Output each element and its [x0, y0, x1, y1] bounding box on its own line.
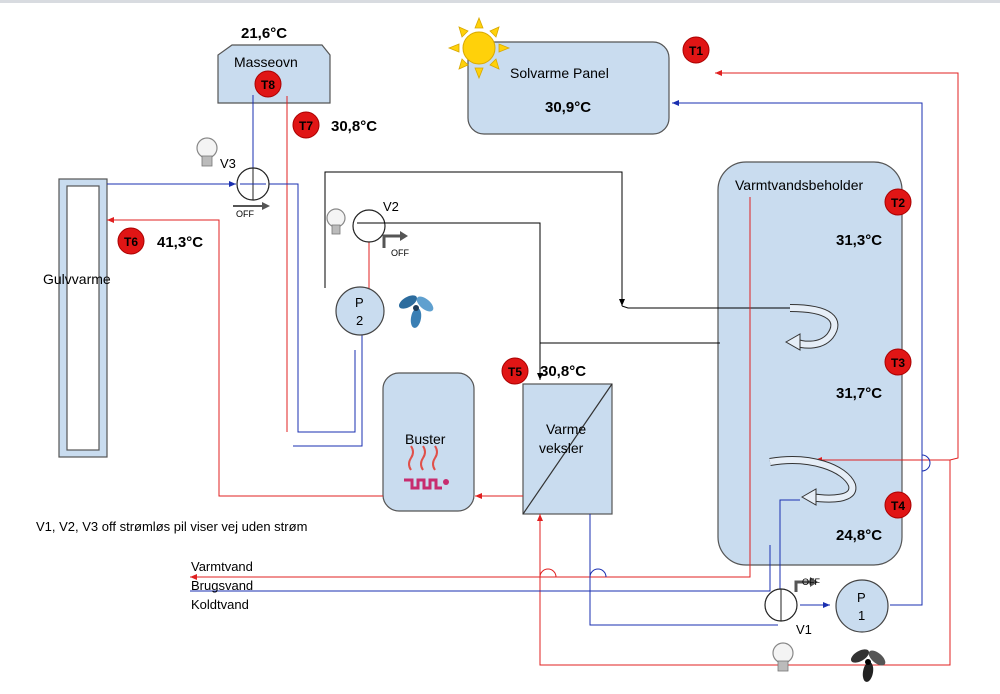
- masseovn-temp: 21,6°C: [241, 25, 287, 42]
- t2-temp: 31,3°C: [836, 232, 882, 249]
- pump-p2-label-top: P: [355, 295, 364, 310]
- pipe-crossovers: [539, 454, 931, 578]
- v2-off-label: OFF: [391, 248, 409, 258]
- tank-label: Varmtvandsbeholder: [735, 177, 863, 193]
- booster-label: Buster: [405, 431, 446, 447]
- pump-p1-label-bottom: 1: [858, 608, 865, 623]
- sun-icon: [447, 16, 511, 80]
- floor-heating-label: Gulvvarme: [43, 271, 111, 287]
- cold-pipes: [107, 95, 923, 626]
- sensor-t7: [292, 111, 320, 139]
- valve-v3: [236, 167, 270, 201]
- valve-note: V1, V2, V3 off strømløs pil viser vej ud…: [36, 519, 307, 534]
- sensor-t3: [884, 348, 912, 376]
- t4-temp: 24,8°C: [836, 527, 882, 544]
- pump-p1: [835, 579, 889, 633]
- valve-v2-label: V2: [383, 199, 399, 214]
- sensor-t4: [884, 491, 912, 519]
- hot-water-tank: [717, 161, 903, 566]
- lightbulb-icon: [196, 137, 218, 167]
- sensor-t1: [682, 36, 710, 64]
- masseovn-label: Masseovn: [234, 54, 298, 70]
- lightbulb-icon: [772, 642, 794, 672]
- label-koldtvand: Koldtvand: [191, 597, 249, 612]
- solar-panel-temp: 30,9°C: [545, 99, 591, 116]
- sensor-t5: [501, 357, 529, 385]
- v1-off-arrow: [794, 577, 818, 592]
- pump-p2-label-bottom: 2: [356, 313, 363, 328]
- exchanger-label-2: veksler: [539, 440, 584, 456]
- valve-v2: [352, 209, 386, 243]
- v1-off-label: OFF: [802, 577, 820, 587]
- pump-p2: [335, 286, 385, 336]
- sensor-t2-label: T2: [891, 196, 905, 210]
- floor-heating-coil: [58, 178, 108, 458]
- hot-pipes: [107, 70, 959, 666]
- sensor-t5-label: T5: [508, 365, 522, 379]
- coil-loop-pipes: [324, 171, 800, 380]
- label-varmtvand: Varmtvand: [191, 559, 253, 574]
- fan-icon: [850, 649, 886, 682]
- tank-coil-upper: [784, 304, 839, 351]
- t5-temp: 30,8°C: [540, 363, 586, 380]
- heat-exchanger: [522, 383, 613, 515]
- sensor-t6: [117, 227, 145, 255]
- solar-panel-box: [467, 41, 670, 135]
- sensor-t2: [884, 188, 912, 216]
- top-border: [0, 0, 1000, 3]
- valve-v3-label: V3: [220, 156, 236, 171]
- sensor-t6-label: T6: [124, 235, 138, 249]
- v2-off-arrow: [382, 231, 408, 248]
- v3-off-arrow: [233, 202, 270, 210]
- sensor-t8: [254, 70, 282, 98]
- valve-v1-label: V1: [796, 622, 812, 637]
- sensor-t1-label: T1: [689, 44, 703, 58]
- sensor-t3-label: T3: [891, 356, 905, 370]
- lightbulb-icon: [326, 208, 346, 235]
- exchanger-label-1: Varme: [546, 421, 586, 437]
- booster-box: [382, 372, 475, 512]
- v3-off-label: OFF: [236, 209, 254, 219]
- t6-temp: 41,3°C: [157, 234, 203, 251]
- valve-v1: [764, 588, 798, 622]
- fan-icon: [398, 295, 434, 328]
- t3-temp: 31,7°C: [836, 385, 882, 402]
- tank-coil-lower: [769, 456, 857, 506]
- sensor-t8-label: T8: [261, 78, 275, 92]
- pump-p1-label-top: P: [857, 590, 866, 605]
- label-brugsvand: Brugsvand: [191, 578, 253, 593]
- sensor-t4-label: T4: [891, 499, 905, 513]
- t7-temp: 30,8°C: [331, 118, 377, 135]
- solar-panel-label: Solvarme Panel: [510, 65, 609, 81]
- heater-element-icon: [404, 445, 449, 490]
- sensor-t7-label: T7: [299, 119, 313, 133]
